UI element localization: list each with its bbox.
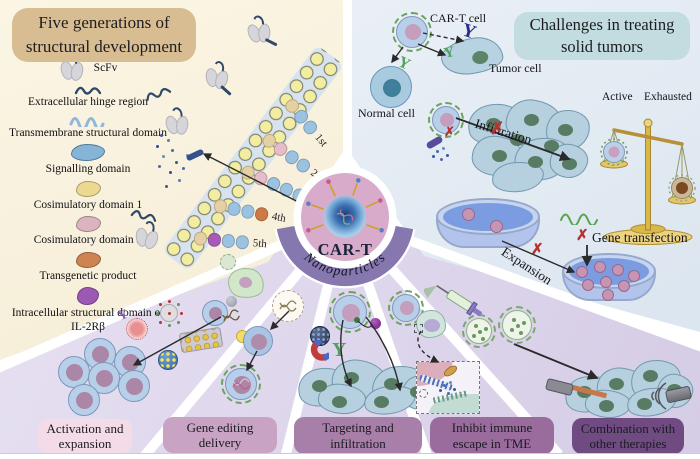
petri-dish-few-cells [436, 198, 540, 250]
vesicle-icon [220, 254, 236, 270]
car-t-cell-icon [392, 12, 432, 52]
cosimulatory-domain-2-icon [75, 216, 101, 232]
car-t-nanoparticles-medallion: CAR-T Nanoparticles [262, 165, 428, 295]
normal-cell-label: Normal cell [358, 106, 415, 120]
hinge-icon [146, 88, 172, 102]
tme-membrane-inset [416, 361, 480, 414]
il2rb-domain-icon [77, 287, 99, 305]
legend-item: Cosimulatory domain 1 [0, 180, 176, 213]
balance-scale-icon [600, 118, 696, 245]
exhausted-label: Exhausted [644, 91, 692, 103]
polymer-particle-icon [126, 318, 148, 340]
legend-item: Intracellular structural domain of IL-2R… [0, 287, 176, 334]
nanoparticle-spikes [310, 182, 380, 231]
ultrasound-waves-icon [651, 382, 667, 410]
transgenetic-product-icon [75, 251, 101, 268]
virus-icon [152, 296, 186, 330]
legend-item: Transgenetic product [0, 251, 176, 284]
transmembrane-icon [69, 116, 105, 127]
legend-item: Transmembrane structural domain [0, 114, 176, 141]
generations-title: Five generations of structural developme… [12, 8, 196, 62]
secreted-particles [436, 150, 439, 153]
linker-dot [354, 317, 360, 323]
zoom-source-box [414, 324, 423, 333]
gene-transfection-label: Gene transfection [592, 230, 688, 245]
scfv-icon [132, 220, 166, 253]
blocked-x-icon: ✗ [576, 228, 589, 244]
drug-sphere-icon [370, 318, 381, 329]
scfv-icon [203, 60, 236, 96]
vesicle-icon [498, 306, 536, 344]
legend-item: Extracellular hinge region [0, 85, 176, 110]
scfv-icon [244, 13, 278, 47]
syringe-icon [424, 284, 482, 317]
dna-icon [279, 300, 297, 312]
hinge-icon [130, 210, 157, 222]
blocked-x-icon: ✗ [531, 242, 544, 258]
cosimulatory-domain-1-icon [75, 180, 101, 197]
car-t-cell-label: CAR-T cell [430, 11, 487, 25]
blocked-x-icon: ✗ [490, 119, 505, 138]
center-title: CAR-T [318, 240, 373, 259]
blocked-x-icon: ✗ [444, 124, 455, 139]
signalling-domain-icon [71, 144, 105, 161]
petri-dish-many-cells [562, 253, 656, 303]
hinge-icon [74, 86, 102, 95]
legend-item: Signalling domain [0, 144, 176, 177]
t-cell-icon [243, 326, 273, 356]
mrna-squiggle-icon [560, 213, 598, 225]
structure-legend: ScFv Extracellular hinge region Transmem… [0, 52, 176, 338]
nanoparticle-core [324, 196, 366, 238]
dna-icon [222, 309, 240, 322]
car-t-cell-icon [388, 290, 424, 326]
legend-item: ScFv [0, 52, 176, 83]
dna-icon [232, 378, 250, 390]
dna-icon [336, 209, 354, 225]
bottom-margin [0, 453, 700, 459]
normal-cell-icon [370, 66, 412, 108]
magnet-icon [310, 340, 329, 361]
edited-car-t-cell-icon [221, 364, 261, 404]
car-receptor-icon: Y [332, 339, 347, 361]
challenges-title: Challenges in treating solid tumors [514, 12, 690, 60]
nanoparticle-icon [226, 296, 237, 307]
legend-item: Cosimulatory domain 2 [0, 216, 176, 248]
nanoparticle-icon [158, 350, 178, 370]
secreted-particles [160, 134, 163, 137]
scfv-icon [163, 105, 195, 137]
active-label: Active [602, 91, 633, 103]
tumor-cell-label: Tumor cell [489, 61, 542, 75]
vesicle-icon [462, 314, 496, 348]
car-t-cell-icon [329, 291, 371, 333]
